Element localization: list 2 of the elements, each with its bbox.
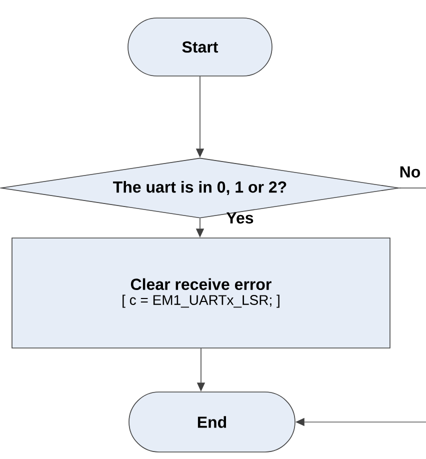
process-box: Clear receive error [ c = EM1_UARTx_LSR; ] [12, 238, 390, 348]
edge-label: No [400, 166, 420, 178]
